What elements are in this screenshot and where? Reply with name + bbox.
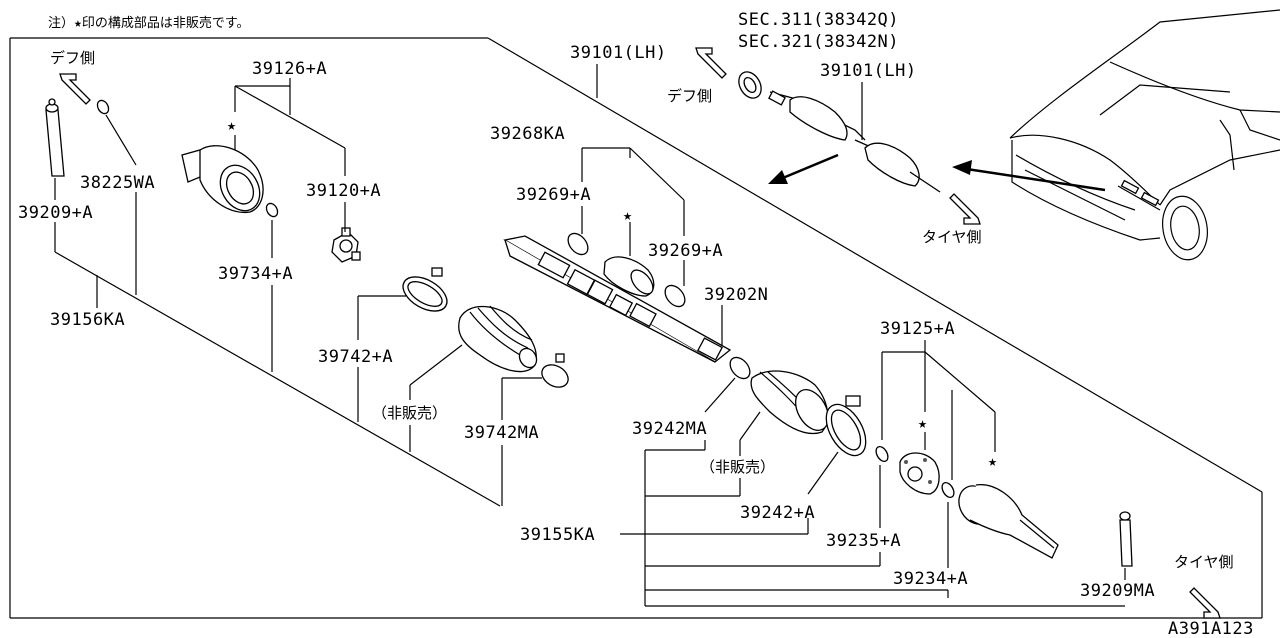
snap-ring-38225wa-icon xyxy=(96,99,110,115)
boot-right-icon xyxy=(750,370,830,435)
label-39742a[interactable]: 39742+A xyxy=(318,347,393,367)
location-arrows xyxy=(768,153,1106,192)
inner-race-39125a-icon xyxy=(899,452,940,495)
label-39155ka[interactable]: 39155KA xyxy=(520,525,595,545)
diff-side-arrow-right: デフ側 xyxy=(667,47,727,105)
figure-id: A391A123 xyxy=(1168,619,1254,638)
joint-housing-39126a-icon xyxy=(181,145,264,214)
tire-side-arrow-bottom: タイヤ側 xyxy=(1174,553,1234,619)
outer-joint-icon xyxy=(958,484,1059,559)
label-not-sold-right: （非販売） xyxy=(700,458,775,476)
label-sec321[interactable]: SEC.321(38342N) xyxy=(738,32,899,52)
damper-39268ka-icon xyxy=(603,256,655,297)
star-mark-39125-b: ★ xyxy=(988,452,997,470)
label-39742ma[interactable]: 39742MA xyxy=(464,423,539,443)
label-39734a[interactable]: 39734+A xyxy=(218,264,293,284)
note-text: 注）★印の構成部品は非販売です。 xyxy=(48,15,250,31)
boot-band-39742a-icon xyxy=(402,267,448,312)
diagram-frame xyxy=(9,37,1263,619)
boot-band-39242a-icon xyxy=(825,395,867,457)
diff-side-label-left: デフ側 xyxy=(50,49,95,67)
snap-ring-39734a-icon xyxy=(265,202,279,218)
label-39269a-lower[interactable]: 39269+A xyxy=(648,241,723,261)
label-39101lh-right[interactable]: 39101(LH) xyxy=(820,61,917,81)
label-39126a[interactable]: 39126+A xyxy=(252,59,327,79)
star-mark-39125-a: ★ xyxy=(918,414,927,432)
star-mark-39268: ★ xyxy=(623,206,632,224)
label-39209ma[interactable]: 39209MA xyxy=(1080,581,1155,601)
spider-39120a-icon xyxy=(331,227,361,263)
tire-side-label-bottom: タイヤ側 xyxy=(1174,553,1234,571)
label-39209a[interactable]: 39209+A xyxy=(18,203,93,223)
boot-band-39209ma-icon xyxy=(1119,511,1133,567)
label-39234a[interactable]: 39234+A xyxy=(893,569,968,589)
snap-ring-39234a-icon xyxy=(941,481,955,499)
tire-side-label-right: タイヤ側 xyxy=(922,228,982,246)
tire-side-arrow-right: タイヤ側 xyxy=(922,193,982,246)
label-39125a[interactable]: 39125+A xyxy=(880,319,955,339)
snap-ring-39235a-icon xyxy=(875,445,889,463)
part-labels: 39126+A 38225WA 39120+A 39209+A 39734+A … xyxy=(18,10,1155,601)
leader-lines xyxy=(54,64,1126,607)
label-39235a[interactable]: 39235+A xyxy=(826,531,901,551)
diff-side-label-right: デフ側 xyxy=(667,87,712,105)
shaft-39202n-icon xyxy=(503,235,732,363)
ring-39269a-upper-icon xyxy=(567,232,589,256)
boot-left-icon xyxy=(458,305,538,373)
label-38225wa[interactable]: 38225WA xyxy=(80,173,155,193)
vehicle-outline xyxy=(1009,9,1280,261)
label-39269a-upper[interactable]: 39269+A xyxy=(516,185,591,205)
label-39242ma[interactable]: 39242MA xyxy=(632,419,707,439)
assembled-drive-shaft-icon xyxy=(738,71,941,193)
label-39101lh-upper[interactable]: 39101(LH) xyxy=(570,43,667,63)
label-not-sold-left: （非販売） xyxy=(372,404,447,422)
label-39268ka[interactable]: 39268KA xyxy=(490,124,565,144)
ring-39242ma-icon xyxy=(729,356,751,380)
label-39242a[interactable]: 39242+A xyxy=(740,503,815,523)
label-39202n[interactable]: 39202N xyxy=(704,285,768,305)
label-39156ka[interactable]: 39156KA xyxy=(50,310,125,330)
label-sec311[interactable]: SEC.311(38342Q) xyxy=(738,10,899,30)
diff-side-arrow-left: デフ側 xyxy=(50,49,95,105)
label-39120a[interactable]: 39120+A xyxy=(306,181,381,201)
star-mark-39126: ★ xyxy=(227,116,236,134)
boot-band-39209a-icon xyxy=(45,98,65,177)
ring-39269a-lower-icon xyxy=(664,284,686,308)
boot-band-39742ma-icon xyxy=(541,353,569,388)
